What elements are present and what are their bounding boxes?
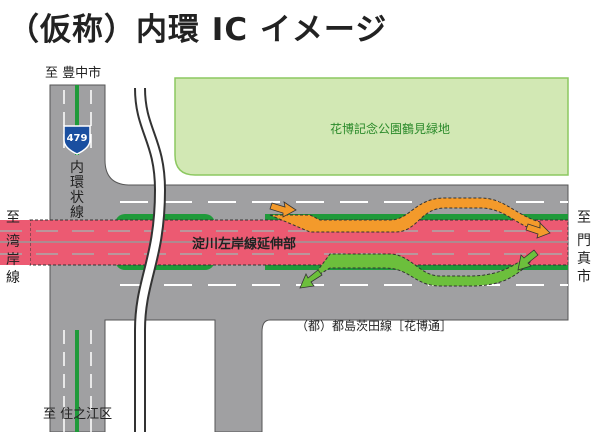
svg-text:至: 至 [6,210,20,226]
offramp-arrow-east [517,249,539,271]
north-destination: 至 豊中市 [45,65,101,81]
page-title: （仮称）内環 IC イメージ [8,12,388,48]
route-number: 479 [67,133,88,144]
offramp-arrow-west [299,269,323,289]
svg-text:線: 線 [6,270,20,286]
offramp-path [314,253,531,287]
exit-arrow-east [525,222,551,239]
west-destination: 至 湾 岸 線 [6,210,20,286]
park-area [174,77,569,176]
svg-text:湾: 湾 [6,233,20,250]
svg-text:市: 市 [577,268,591,285]
onramp-arrow [269,201,297,218]
naikan-label: 内 環 状 線 [70,160,84,221]
svg-text:門: 門 [577,233,591,249]
route-479-sign [63,125,91,155]
svg-text:状: 状 [70,190,84,206]
svg-text:環: 環 [70,175,84,191]
expressway-label: 淀川左岸線延伸部 [192,236,296,252]
south-destination: 至 住之江区 [43,407,112,422]
svg-text:内: 内 [70,160,84,176]
svg-text:真: 真 [577,251,591,267]
onramp-path [269,197,541,233]
east-destination: 至 門 真 市 [577,210,591,285]
svg-text:線: 線 [70,205,84,221]
local-road-label: （都）都島茨田線［花博通］ [296,318,452,333]
svg-text:至: 至 [577,210,591,226]
park-label: 花博記念公園鶴見緑地 [330,121,450,136]
svg-text:岸: 岸 [6,252,20,268]
